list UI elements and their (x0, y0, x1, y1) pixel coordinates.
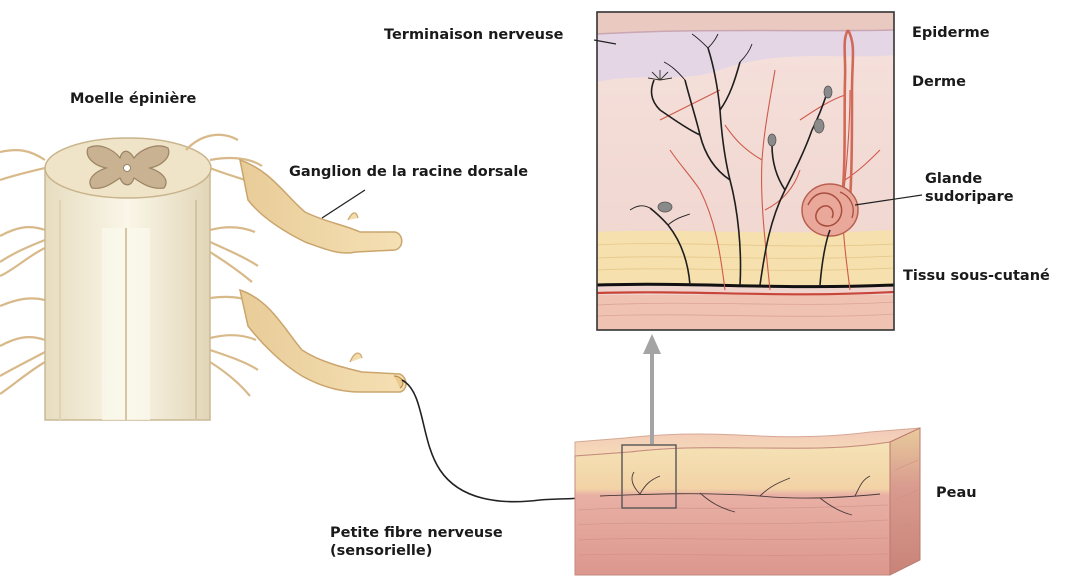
dorsal-root-ganglion-lower (240, 290, 406, 392)
label-petite-line1: Petite fibre nerveuse (330, 524, 503, 542)
skin-block (575, 428, 920, 575)
label-glande-line1: Glande (925, 170, 1014, 188)
label-glande-line2: sudoripare (925, 188, 1014, 206)
spinal-cord (0, 135, 262, 420)
label-glande-sudoripare: Glande sudoripare (925, 170, 1014, 206)
sweat-gland (802, 184, 858, 236)
magnify-arrow (643, 334, 661, 444)
label-peau: Peau (936, 484, 977, 502)
ganglion-pointer-line (322, 190, 365, 218)
label-ganglion-racine-dorsale: Ganglion de la racine dorsale (289, 163, 528, 181)
label-tissu-sous-cutane: Tissu sous-cutané (903, 267, 1050, 285)
left-rootlets (0, 150, 45, 394)
label-epiderme: Epiderme (912, 24, 990, 42)
label-terminaison-nerveuse: Terminaison nerveuse (384, 26, 563, 44)
label-derme: Derme (912, 73, 966, 91)
label-petite-fibre-nerveuse: Petite fibre nerveuse (sensorielle) (330, 524, 503, 560)
label-moelle-epiniere: Moelle épinière (70, 90, 196, 108)
label-petite-line2: (sensorielle) (330, 542, 503, 560)
zoomed-skin-section (597, 12, 894, 330)
small-nerve-fiber (402, 380, 600, 502)
